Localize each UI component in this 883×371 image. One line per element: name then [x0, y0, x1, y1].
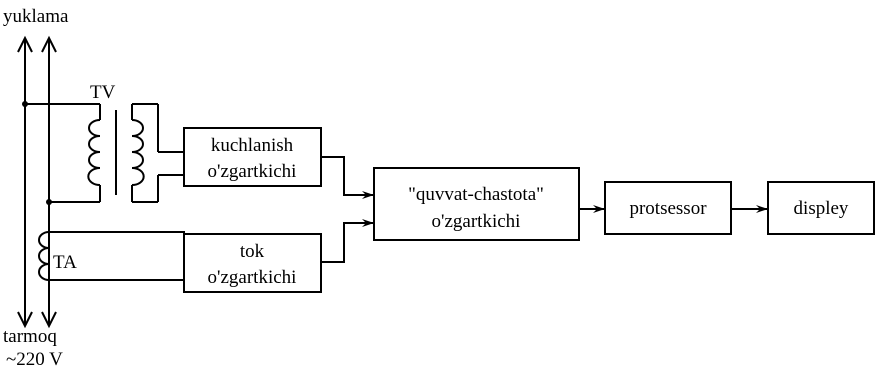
pf-converter-label-line2: o'zgartkichi: [432, 211, 521, 232]
voltage-converter-label-line1: kuchlanish: [211, 135, 294, 156]
voltage-label: ~220 V: [6, 349, 63, 370]
display-label: displey: [794, 198, 849, 219]
load-label: yuklama: [3, 6, 69, 27]
voltage-to-pf-arrow: [321, 156, 374, 199]
junction-dot-bottom: [46, 199, 52, 205]
ta-winding: [38, 231, 50, 281]
current-to-pf-arrow: [321, 219, 374, 263]
voltage-converter-label-line2: o'zgartkichi: [208, 161, 297, 182]
processor-block: [604, 181, 732, 235]
junction-dot-top: [22, 101, 28, 107]
network-label: tarmoq: [3, 326, 57, 347]
ta-label: TA: [53, 252, 77, 273]
tv-secondary-winding: [131, 119, 145, 186]
current-converter-label-line2: o'zgartkichi: [208, 267, 297, 288]
power-frequency-converter-block: [373, 167, 580, 241]
voltage-converter-block: [183, 127, 322, 187]
pf-converter-label-line1: "quvvat-chastota": [408, 184, 544, 205]
tv-label: TV: [90, 82, 116, 103]
main-line-right: [41, 35, 57, 329]
current-converter-label-line1: tok: [240, 241, 265, 262]
display-block: [767, 181, 875, 235]
main-line-left: [17, 35, 33, 329]
processor-label: protsessor: [629, 198, 707, 219]
tv-primary-winding: [87, 119, 101, 186]
